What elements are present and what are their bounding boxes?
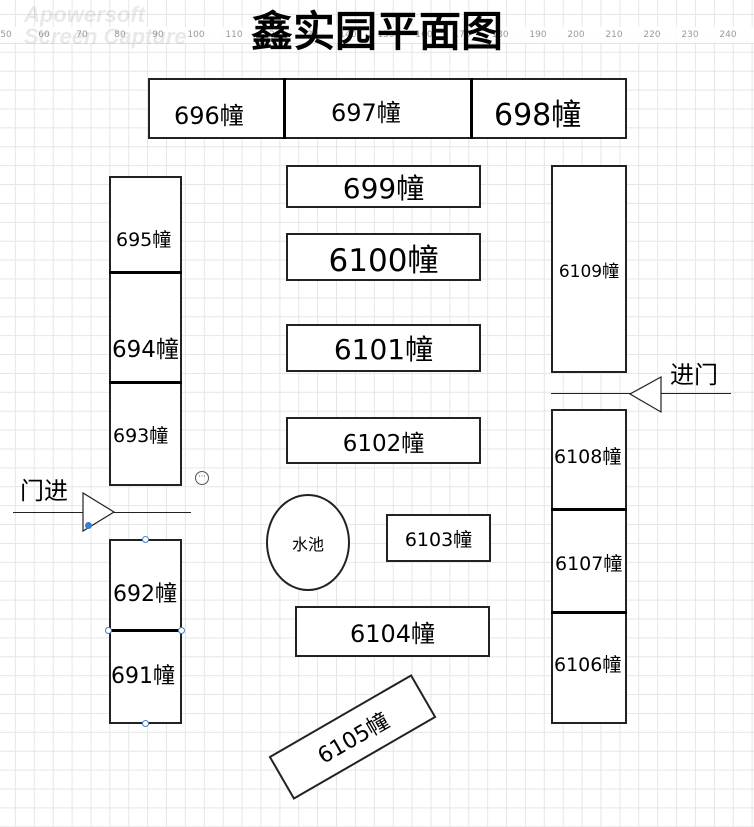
speech-bubble-icon[interactable]: ··· bbox=[195, 471, 209, 485]
ruler-tick: 140 bbox=[339, 30, 357, 40]
ruler-tick: 100 bbox=[187, 30, 205, 40]
booth-6107-label: 6107幢 bbox=[555, 553, 623, 575]
pond[interactable]: 水池 bbox=[266, 494, 350, 591]
divider-line bbox=[551, 508, 627, 511]
ruler-tick: 150 bbox=[377, 30, 395, 40]
divider-line bbox=[109, 629, 182, 632]
ruler-tick: 70 bbox=[76, 30, 88, 40]
selection-handle[interactable] bbox=[142, 720, 149, 727]
divider-line bbox=[109, 381, 182, 384]
booth-699-label: 699幢 bbox=[342, 171, 425, 205]
ruler-tick: 200 bbox=[567, 30, 585, 40]
diagram-title: 鑫实园平面图 bbox=[250, 7, 503, 56]
ruler-tick: 160 bbox=[415, 30, 433, 40]
booth-691-label: 691幢 bbox=[111, 664, 175, 689]
booth-6108-label: 6108幢 bbox=[554, 446, 622, 468]
booth-6105-label: 6105幢 bbox=[313, 708, 394, 770]
booth-694-label: 694幢 bbox=[112, 337, 179, 363]
top-row-block[interactable] bbox=[148, 78, 627, 139]
entrance-left-arrow-icon bbox=[82, 491, 116, 533]
divider-line bbox=[283, 78, 286, 139]
entrance-left-label: 门进 bbox=[20, 477, 68, 505]
booth-693-label: 693幢 bbox=[113, 425, 169, 447]
booth-6104-label: 6104幢 bbox=[349, 620, 436, 648]
ruler-tick: 50 bbox=[0, 30, 12, 40]
right-lower-block[interactable] bbox=[551, 409, 627, 724]
watermark: Apowersoft Screen Capture bbox=[24, 2, 187, 49]
ruler-tick: 80 bbox=[114, 30, 126, 40]
ruler-tick: 120 bbox=[263, 30, 281, 40]
ruler-tick: 170 bbox=[453, 30, 471, 40]
divider-line bbox=[470, 78, 473, 139]
ruler-tick: 110 bbox=[225, 30, 243, 40]
booth-6102-label: 6102幢 bbox=[342, 430, 425, 457]
ruler-tick: 240 bbox=[719, 30, 737, 40]
ruler-tick: 60 bbox=[38, 30, 50, 40]
pond-label: 水池 bbox=[291, 534, 324, 554]
booth-695-label: 695幢 bbox=[116, 229, 172, 251]
booth-6109[interactable]: 6109幢 bbox=[551, 165, 627, 373]
booth-6104[interactable]: 6104幢 bbox=[295, 606, 490, 657]
ruler-tick: 230 bbox=[681, 30, 699, 40]
booth-6101[interactable]: 6101幢 bbox=[286, 324, 481, 372]
booth-6100-label: 6100幢 bbox=[328, 242, 439, 279]
booth-698-label: 698幢 bbox=[494, 98, 582, 133]
booth-6103[interactable]: 6103幢 bbox=[386, 514, 491, 562]
selection-handle[interactable] bbox=[178, 627, 185, 634]
ruler-tick: 220 bbox=[643, 30, 661, 40]
ruler-tick: 180 bbox=[491, 30, 509, 40]
entrance-right-arrow-icon bbox=[628, 375, 662, 414]
ruler: 50 60 70 80 90 100 110 120 130 140 150 1… bbox=[0, 27, 754, 44]
booth-6105[interactable]: 6105幢 bbox=[268, 674, 437, 800]
booth-6106-label: 6106幢 bbox=[554, 654, 622, 676]
booth-6103-label: 6103幢 bbox=[404, 528, 473, 551]
ruler-tick: 130 bbox=[301, 30, 319, 40]
left-column-block[interactable] bbox=[109, 176, 182, 486]
booth-6109-label: 6109幢 bbox=[558, 261, 620, 282]
ruler-tick: 190 bbox=[529, 30, 547, 40]
connector-point[interactable] bbox=[85, 522, 92, 529]
ruler-tick: 90 bbox=[152, 30, 164, 40]
ruler-tick: 210 bbox=[605, 30, 623, 40]
booth-697-label: 697幢 bbox=[331, 99, 401, 127]
divider-line bbox=[551, 611, 627, 614]
divider-line bbox=[109, 271, 182, 274]
booth-696-label: 696幢 bbox=[174, 102, 244, 130]
booth-692-label: 692幢 bbox=[113, 582, 177, 607]
entrance-right-label: 进门 bbox=[670, 361, 718, 389]
selection-handle[interactable] bbox=[142, 536, 149, 543]
booth-699[interactable]: 699幢 bbox=[286, 165, 481, 208]
booth-6100[interactable]: 6100幢 bbox=[286, 233, 481, 281]
booth-6101-label: 6101幢 bbox=[333, 333, 434, 366]
booth-6102[interactable]: 6102幢 bbox=[286, 417, 481, 464]
selection-handle[interactable] bbox=[105, 627, 112, 634]
